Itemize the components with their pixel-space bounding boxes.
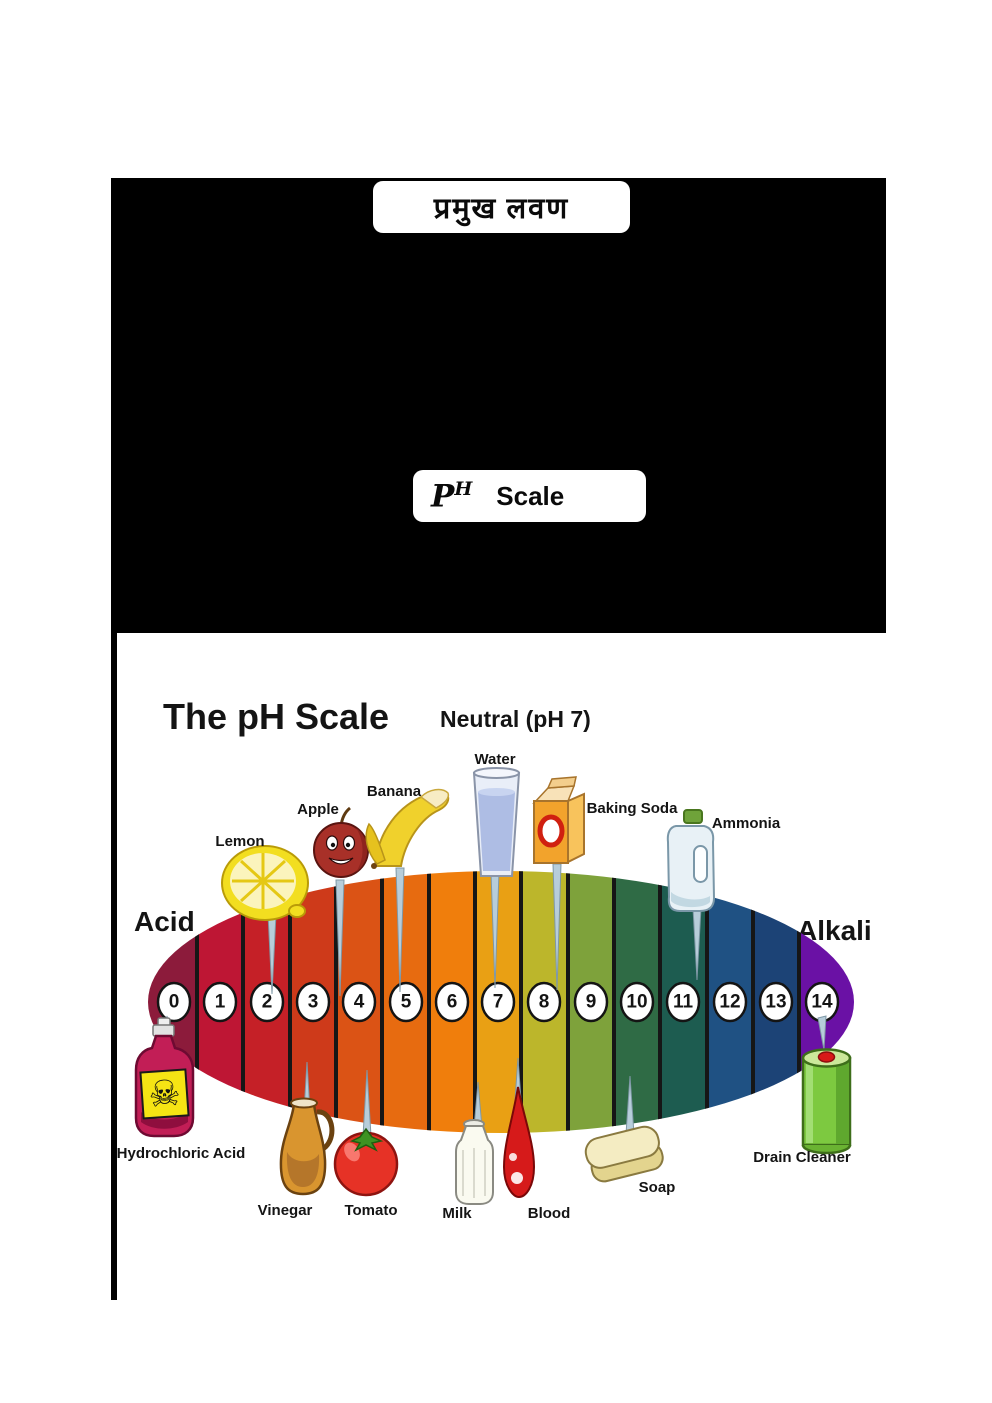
badge-3: 3 — [308, 992, 319, 1013]
drain-cleaner-illustration — [801, 1048, 852, 1155]
hydrochloric-acid-label: Hydrochloric Acid — [117, 1145, 246, 1162]
heading-box-ph-scale: PH Scale — [413, 470, 646, 522]
ph-scale-word: Scale — [496, 480, 565, 511]
badge-9: 9 — [586, 992, 597, 1013]
blood-drop-illustration — [502, 1086, 536, 1199]
apple-label: Apple — [297, 801, 339, 818]
badge-12: 12 — [719, 992, 740, 1013]
banana-label: Banana — [367, 783, 422, 800]
banana-pointer — [395, 867, 405, 993]
lemon-illustration — [221, 845, 309, 921]
badge-10: 10 — [626, 992, 647, 1013]
blacked-out-panel — [111, 178, 886, 633]
hydrochloric-acid-illustration: ☠ — [134, 1017, 195, 1138]
badge-11: 11 — [673, 992, 694, 1013]
diagram-title: The pH Scale — [163, 696, 389, 737]
water-glass-illustration — [472, 767, 521, 877]
badge-2: 2 — [262, 992, 273, 1013]
badge-7: 7 — [493, 992, 504, 1013]
badge-8: 8 — [539, 992, 550, 1013]
milk-label: Milk — [442, 1205, 472, 1222]
drain-cleaner-label: Drain Cleaner — [753, 1149, 851, 1166]
badge-5: 5 — [401, 992, 412, 1013]
blood-label: Blood — [528, 1205, 571, 1222]
milk-bottle-illustration — [455, 1119, 494, 1205]
tomato-illustration — [333, 1127, 399, 1197]
apple-pointer — [335, 879, 345, 997]
ph-symbol: PH — [431, 477, 473, 515]
vinegar-jug-illustration — [279, 1097, 335, 1196]
baking-soda-label: Baking Soda — [587, 800, 679, 817]
heading-box-salts: प्रमुख लवण — [373, 181, 630, 233]
badge-14: 14 — [811, 992, 833, 1013]
soap-label: Soap — [639, 1179, 676, 1196]
apple-illustration — [313, 806, 369, 878]
badge-6: 6 — [447, 992, 458, 1013]
baking-soda-illustration — [532, 776, 585, 864]
ph-number-badges: 0 1 2 3 4 5 6 7 8 9 10 11 12 13 — [156, 981, 840, 1023]
skull-crossbones-icon: ☠ — [147, 1072, 182, 1115]
ammonia-jug-illustration — [666, 809, 716, 912]
left-border-rule — [111, 633, 117, 1300]
neutral-label: Neutral (pH 7) — [440, 706, 591, 732]
badge-13: 13 — [765, 992, 786, 1013]
water-label: Water — [474, 751, 515, 768]
item-labels: Lemon Apple Banana Water Baking Soda Amm… — [117, 751, 851, 1222]
ammonia-label: Ammonia — [712, 815, 781, 832]
badge-0: 0 — [169, 992, 180, 1013]
tomato-label: Tomato — [344, 1202, 397, 1219]
banana-illustration — [365, 788, 450, 869]
lemon-label: Lemon — [215, 833, 264, 850]
soap-bar-illustration — [584, 1125, 664, 1183]
acid-label: Acid — [134, 906, 195, 937]
heading-hindi-text: प्रमुख लवण — [433, 192, 570, 225]
segment-divider-lines — [195, 871, 801, 1133]
badge-4: 4 — [354, 992, 365, 1013]
vinegar-label: Vinegar — [258, 1202, 313, 1219]
drain-cleaner-pointer — [817, 1015, 827, 1051]
badge-1: 1 — [215, 992, 226, 1013]
